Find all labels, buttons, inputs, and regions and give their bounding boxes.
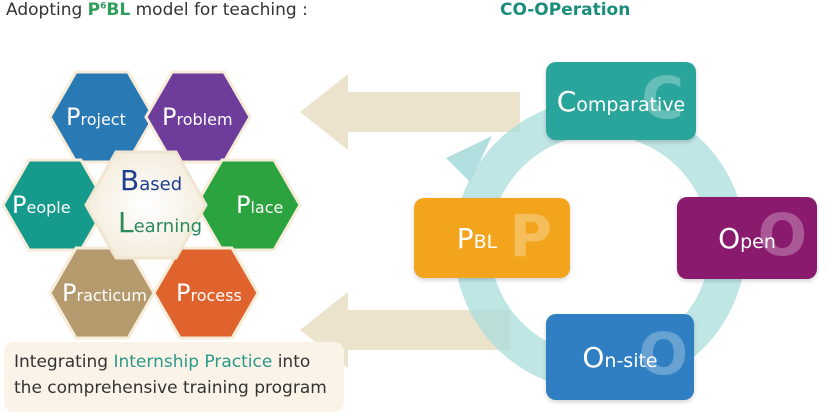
- note-line2: the comprehensive training program: [14, 378, 327, 398]
- cycle-arrowhead: [446, 136, 492, 182]
- hexagon-rest-process: rocess: [190, 286, 241, 305]
- onsite-rest: n-site: [604, 349, 658, 372]
- hexagon-initial-problem: P: [162, 103, 176, 131]
- hexagon-label-place: Place: [236, 191, 283, 219]
- onsite-label: On-site: [582, 341, 657, 374]
- center-line2-initial: L: [118, 206, 134, 239]
- open-label: Open: [718, 222, 776, 255]
- pbl-watermark: P: [509, 202, 552, 270]
- left-title-suffix: model for teaching :: [130, 0, 308, 20]
- hexagon-rest-practicum: racticum: [76, 286, 146, 305]
- comparative-label: Comparative: [557, 85, 686, 118]
- open-rest: pen: [740, 230, 776, 253]
- left-title-mark2: BL: [106, 0, 131, 20]
- hexagon-rest-problem: roblem: [176, 110, 232, 129]
- center-line1-rest: ased: [139, 174, 182, 195]
- hexagon-initial-place: P: [236, 191, 250, 219]
- comparative-initial: C: [556, 84, 577, 118]
- pbl-box: P PBL: [414, 198, 570, 278]
- right-title: CO-OPeration: [500, 0, 631, 20]
- hexagon-initial-practicum: P: [62, 279, 76, 307]
- pbl-rest: BL: [473, 230, 498, 253]
- hexagon-label-people: People: [12, 191, 71, 219]
- onsite-box: O On-site: [546, 314, 694, 400]
- comparative-rest: omparative: [576, 93, 686, 116]
- center-line1: Based: [120, 164, 182, 197]
- hexagon-rest-people: eople: [26, 198, 70, 217]
- onsite-initial: O: [582, 340, 605, 374]
- upper-left-arrow: [300, 74, 520, 150]
- hexagon-rest-project: roject: [80, 110, 125, 129]
- hexagon-label-project: Project: [66, 103, 126, 131]
- hexagon-label-practicum: Practicum: [62, 279, 147, 307]
- comparative-box: C Comparative: [546, 62, 696, 140]
- note-line1-highlight: Internship Practice: [113, 352, 273, 372]
- note-line1-prefix: Integrating: [14, 352, 114, 372]
- hexagon-initial-people: P: [12, 191, 26, 219]
- left-title-model: P6BL: [88, 0, 131, 20]
- note-line1-suffix: into: [272, 352, 311, 372]
- hexagon-initial-project: P: [66, 103, 80, 131]
- pbl-label: PBL: [457, 222, 498, 255]
- left-title-prefix: Adopting: [6, 0, 88, 20]
- hexagon-label-process: Process: [176, 279, 242, 307]
- center-line1-initial: B: [120, 164, 139, 197]
- hexagon-label-problem: Problem: [162, 103, 233, 131]
- open-box: O Open: [677, 197, 817, 279]
- lower-left-arrow: [300, 292, 510, 368]
- left-title: Adopting P6BL model for teaching :: [6, 0, 308, 20]
- left-title-sup: 6: [100, 1, 107, 12]
- open-initial: O: [718, 221, 741, 255]
- hexagon-rest-place: lace: [250, 198, 283, 217]
- internship-note-text: Integrating Internship Practice into the…: [14, 349, 327, 401]
- center-hexagon: [84, 150, 208, 260]
- internship-note: Integrating Internship Practice into the…: [4, 342, 344, 412]
- hexagon-initial-process: P: [176, 279, 190, 307]
- pbl-initial: P: [456, 221, 474, 255]
- center-line2: Learning: [118, 206, 202, 239]
- center-line2-rest: earning: [134, 216, 202, 237]
- left-title-mark: P: [87, 0, 101, 20]
